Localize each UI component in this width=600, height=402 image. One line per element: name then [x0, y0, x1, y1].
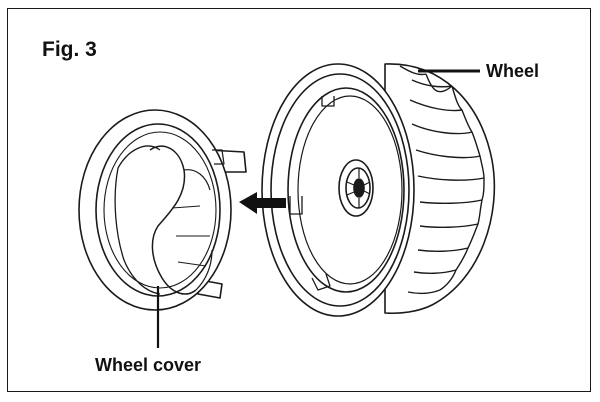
wheel-cover-shell-edge — [183, 169, 213, 291]
wheel-tread-scallops — [425, 73, 485, 291]
wheel — [261, 63, 496, 317]
wheel-inner-recess — [297, 95, 403, 285]
figure-title: Fig. 3 — [42, 38, 97, 61]
wheel-cover-slots — [212, 149, 225, 165]
wheel-hub-inner — [353, 178, 365, 198]
wheel-rim-lip — [270, 73, 410, 307]
wheel-cover — [78, 109, 247, 311]
wheel-slot-bottom — [311, 273, 331, 291]
wheel-cover-label: Wheel cover — [95, 355, 202, 375]
wheel-cover-ring-outer — [78, 109, 232, 311]
wheel-slot-left — [289, 196, 303, 215]
wheel-cover-ribs — [171, 205, 210, 267]
arrow-left-icon — [239, 192, 286, 214]
wheel-slot-top — [321, 96, 335, 107]
wheel-inner-face — [287, 87, 405, 293]
wheel-cover-ring-groove — [103, 131, 217, 289]
wheel-hub-spokes — [346, 168, 371, 208]
wheel-label: Wheel — [486, 61, 540, 81]
wheel-rim-outer — [261, 63, 415, 317]
wheel-cover-shell-back — [114, 145, 161, 295]
wheel-cover-shell — [149, 145, 197, 295]
